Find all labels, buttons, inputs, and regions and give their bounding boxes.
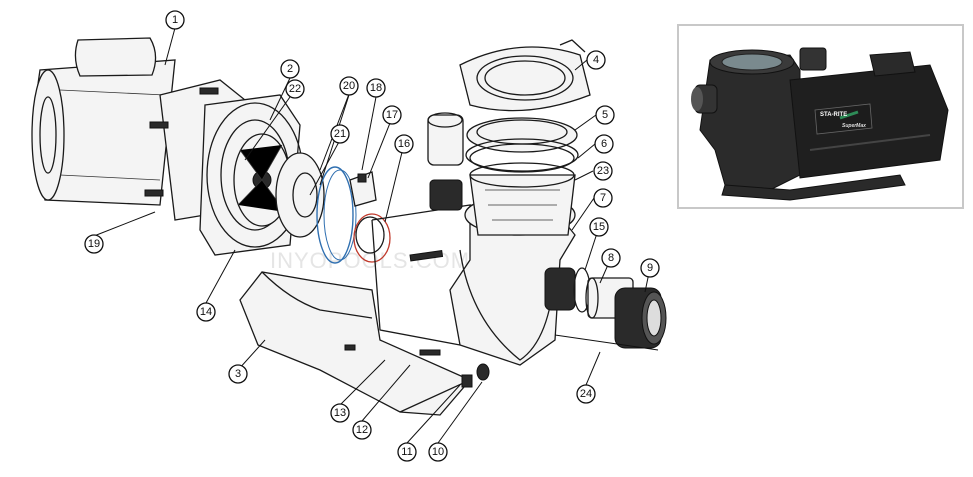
svg-text:21: 21 [334, 128, 346, 140]
shaft-seal [349, 171, 391, 263]
photo-brand-label: STA-RITE [820, 112, 847, 118]
product-photo: STA-RITE SuperMax [677, 24, 964, 209]
svg-text:1: 1 [172, 14, 178, 26]
svg-text:20: 20 [343, 80, 355, 92]
outlet-port [544, 267, 576, 311]
callout-14: 14 [196, 302, 216, 322]
svg-text:24: 24 [580, 388, 592, 400]
gasket-blue [316, 166, 357, 264]
svg-text:17: 17 [386, 109, 398, 121]
callout-12: 12 [352, 420, 372, 440]
callout-18: 18 [366, 78, 386, 98]
svg-text:18: 18 [370, 82, 382, 94]
svg-text:8: 8 [608, 252, 614, 264]
motor-base [239, 271, 472, 416]
photo-model-label: SuperMax [842, 123, 866, 129]
inlet-adapter [427, 112, 464, 211]
drain-plug [461, 363, 490, 388]
svg-text:9: 9 [647, 262, 653, 274]
callout-7: 7 [593, 188, 613, 208]
callout-17: 17 [382, 105, 402, 125]
callout-23: 23 [593, 161, 613, 181]
callout-16: 16 [394, 134, 414, 154]
strainer-basket [469, 162, 576, 236]
callout-4: 4 [586, 50, 606, 70]
svg-text:7: 7 [600, 192, 606, 204]
svg-text:6: 6 [601, 138, 607, 150]
svg-text:22: 22 [289, 83, 301, 95]
callout-11: 11 [397, 442, 417, 462]
svg-text:19: 19 [88, 238, 100, 250]
callout-9: 9 [640, 258, 660, 278]
callout-19: 19 [84, 234, 104, 254]
callout-2: 2 [280, 59, 300, 79]
callout-21: 21 [330, 124, 350, 144]
svg-text:12: 12 [356, 424, 368, 436]
motor [31, 37, 246, 221]
callout-6: 6 [594, 134, 614, 154]
svg-text:10: 10 [432, 446, 444, 458]
callout-5: 5 [595, 105, 615, 125]
svg-text:11: 11 [401, 446, 412, 458]
union-nut [614, 287, 667, 349]
svg-text:15: 15 [593, 221, 605, 233]
svg-text:13: 13 [334, 407, 346, 419]
svg-text:4: 4 [593, 54, 599, 66]
svg-text:14: 14 [200, 306, 212, 318]
svg-text:16: 16 [398, 138, 410, 150]
diffuser [275, 152, 325, 238]
callout-8: 8 [601, 248, 621, 268]
lid-ring [459, 39, 591, 112]
svg-text:23: 23 [597, 165, 609, 177]
callout-22: 22 [285, 79, 305, 99]
callout-10: 10 [428, 442, 448, 462]
callout-3: 3 [228, 364, 248, 384]
callout-20: 20 [339, 76, 359, 96]
callout-13: 13 [330, 403, 350, 423]
lid-oring [465, 138, 579, 173]
svg-text:3: 3 [235, 368, 241, 380]
lid [466, 117, 578, 153]
svg-text:2: 2 [287, 63, 293, 75]
callout-1: 1 [165, 10, 185, 30]
callout-15: 15 [589, 217, 609, 237]
callout-24: 24 [576, 384, 596, 404]
svg-text:5: 5 [602, 109, 608, 121]
